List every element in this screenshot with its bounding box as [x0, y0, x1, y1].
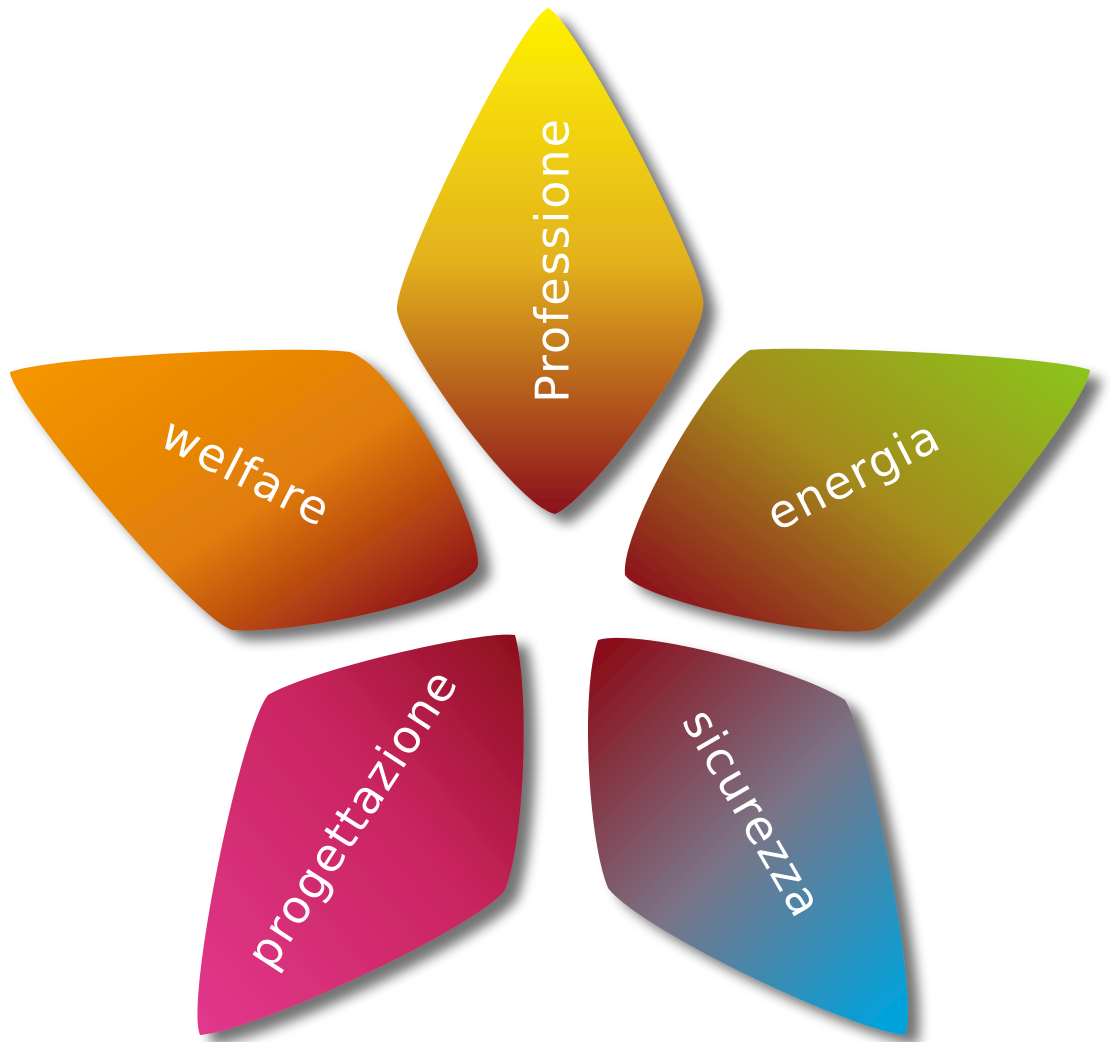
petal-energia [624, 348, 1090, 632]
petal-sicurezza [587, 637, 908, 1035]
petal-welfare [10, 349, 479, 631]
label-professione: Professione [526, 117, 580, 403]
petal-professione [396, 8, 704, 514]
petal-progettazione [197, 634, 524, 1035]
